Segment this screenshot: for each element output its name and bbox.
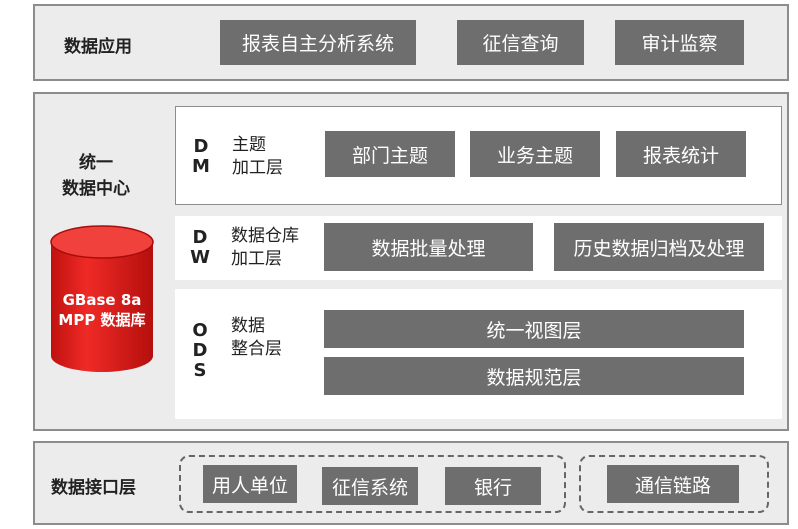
ods-abbr-letter-2: D [192,340,208,361]
dm-layer: D M 主题 加工层 部门主题 业务主题 报表统计 [175,106,782,205]
interface-layer-band: 数据接口层 用人单位 征信系统 银行 通信链路 [33,441,789,525]
dm-abbr: D M [190,137,212,177]
database-label-line1: GBase 8a [62,291,142,309]
dw-abbr: D W [189,228,211,268]
dm-layer-name: 主题 加工层 [232,134,283,180]
employer-box: 用人单位 [203,465,297,503]
dw-abbr-letter-1: D [192,227,208,248]
data-standard-box: 数据规范层 [324,357,744,395]
batch-processing-box: 数据批量处理 [324,223,533,271]
ods-layer-name-line1: 数据 [231,316,265,336]
dw-layer: D W 数据仓库 加工层 数据批量处理 历史数据归档及处理 [175,216,782,280]
bank-box: 银行 [445,467,541,505]
ods-layer-name: 数据 整合层 [231,315,282,361]
communication-link-box: 通信链路 [607,465,739,503]
dw-abbr-letter-2: W [190,247,210,268]
app-layer-band: 数据应用 报表自主分析系统 征信查询 审计监察 [33,4,789,81]
database-label-line2: MPP 数据库 [58,311,146,329]
report-statistics-box: 报表统计 [616,131,746,177]
ods-abbr-letter-1: O [192,320,208,341]
audit-monitor-box: 审计监察 [615,20,744,65]
dm-abbr-letter-1: D [193,136,209,157]
data-center-label-line2: 数据中心 [62,179,130,199]
ods-layer: O D S 数据 整合层 统一视图层 数据规范层 [175,289,782,419]
history-archive-box: 历史数据归档及处理 [554,223,764,271]
credit-query-box: 征信查询 [457,20,584,65]
credit-system-box: 征信系统 [322,467,418,505]
interface-group-2: 通信链路 [579,455,769,513]
data-center-label-line1: 统一 [79,153,113,173]
dm-layer-name-line2: 加工层 [232,158,283,178]
dw-layer-name-line1: 数据仓库 [231,226,299,246]
ods-abbr-letter-3: S [193,360,207,381]
interface-group-1: 用人单位 征信系统 银行 [179,455,566,513]
data-center-band: 统一 数据中心 GBase 8a MPP 数据库 D M 主题 加工层 部门主题… [33,92,789,431]
dw-layer-name-line2: 加工层 [231,249,282,269]
database-label: GBase 8a MPP 数据库 [45,290,159,330]
business-topic-box: 业务主题 [470,131,600,177]
report-analysis-system-box: 报表自主分析系统 [220,20,416,65]
ods-abbr: O D S [189,321,211,381]
app-layer-label: 数据应用 [64,37,132,57]
ods-layer-name-line2: 整合层 [231,339,282,359]
dm-layer-name-line1: 主题 [232,135,266,155]
dw-layer-name: 数据仓库 加工层 [231,225,299,271]
interface-layer-label: 数据接口层 [51,478,136,498]
dept-topic-box: 部门主题 [325,131,455,177]
unified-view-box: 统一视图层 [324,310,744,348]
dm-abbr-letter-2: M [192,156,210,177]
database-cylinder-icon [50,225,154,372]
data-center-label: 统一 数据中心 [51,150,141,202]
